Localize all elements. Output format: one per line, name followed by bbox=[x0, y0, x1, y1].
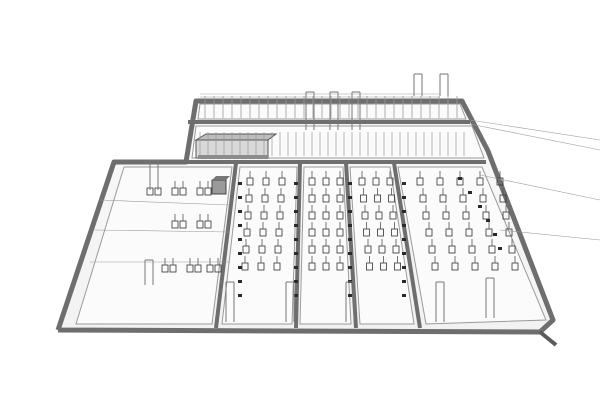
transformer-unit bbox=[402, 182, 406, 185]
perimeter-road bbox=[55, 98, 556, 335]
bay-pad-3 bbox=[299, 166, 352, 325]
transformer-unit bbox=[238, 196, 242, 199]
transformer-unit bbox=[348, 294, 352, 297]
transformer-unit bbox=[402, 224, 406, 227]
transformer-unit bbox=[402, 252, 406, 255]
transformer-unit bbox=[238, 182, 242, 185]
transformer-unit bbox=[238, 294, 242, 297]
transformer-unit bbox=[238, 280, 242, 283]
transformer-unit bbox=[402, 280, 406, 283]
transformer-unit bbox=[348, 252, 352, 255]
transformer-unit bbox=[478, 205, 482, 208]
transformer-unit bbox=[294, 280, 298, 283]
bay-pad-north-1 bbox=[197, 103, 467, 120]
transformer-unit bbox=[238, 238, 242, 241]
transformer-unit bbox=[348, 196, 352, 199]
bay-pads bbox=[75, 103, 547, 325]
transformer-unit bbox=[468, 191, 472, 194]
access-road bbox=[538, 330, 558, 347]
transformer-unit bbox=[294, 210, 298, 213]
transformer-unit bbox=[238, 224, 242, 227]
transformer-unit bbox=[294, 266, 298, 269]
equipment-house bbox=[211, 176, 230, 195]
transformer-unit bbox=[458, 177, 462, 180]
overhead-lines bbox=[90, 93, 601, 263]
transformer-unit bbox=[294, 294, 298, 297]
transformer-unit bbox=[348, 182, 352, 185]
transformer-unit bbox=[348, 266, 352, 269]
transformer-unit bbox=[294, 252, 298, 255]
transformer-unit bbox=[294, 196, 298, 199]
transformer-unit bbox=[238, 266, 242, 269]
transformer-unit bbox=[493, 233, 497, 236]
transformer-unit bbox=[348, 224, 352, 227]
transformer-unit bbox=[238, 252, 242, 255]
transformer-unit bbox=[348, 210, 352, 213]
transformer-unit bbox=[294, 238, 298, 241]
switchyard-equipment bbox=[144, 73, 519, 322]
transformer-unit bbox=[294, 224, 298, 227]
transformer-unit bbox=[402, 238, 406, 241]
transformer-unit bbox=[348, 238, 352, 241]
bay-pad-1 bbox=[75, 166, 233, 325]
transformer-unit bbox=[498, 247, 502, 250]
transformer-unit bbox=[402, 210, 406, 213]
bay-pad-2 bbox=[221, 166, 298, 325]
transformer-unit bbox=[402, 294, 406, 297]
transformer-unit bbox=[402, 196, 406, 199]
transformer-unit bbox=[238, 210, 242, 213]
transformer-unit bbox=[294, 182, 298, 185]
transformer-unit bbox=[402, 266, 406, 269]
transformer-unit bbox=[486, 219, 490, 222]
